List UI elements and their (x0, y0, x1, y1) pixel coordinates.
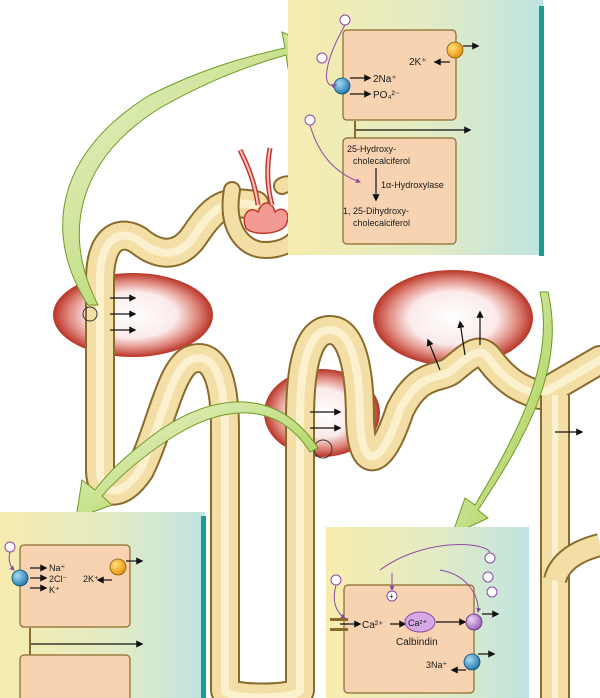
callout-arrows (62, 31, 553, 536)
regulator-icon (4, 541, 16, 553)
left-panel: Na⁺ 2Cl⁻ K⁺ 2K⁺ (0, 512, 206, 698)
stimulation-icon (386, 590, 398, 602)
calcium-channel-icon (330, 628, 348, 631)
regulation-path (309, 124, 361, 184)
right-cell (343, 584, 475, 694)
regulation-path (333, 584, 346, 619)
efferent-arteriole-inner (266, 147, 273, 206)
top-panel-edge (539, 6, 544, 256)
calcium-exchanger-icon (465, 613, 483, 631)
ion-ca-bound: Ca²⁺ (408, 618, 428, 628)
product-line2: cholecalciferol (353, 218, 410, 228)
flux-arrow (426, 338, 441, 371)
left-cell-lower (19, 654, 131, 698)
regulation-path (8, 551, 15, 571)
regulator-icon (484, 552, 496, 564)
sodium-potassium-pump-icon (446, 41, 464, 59)
plus-sign: + (389, 592, 394, 601)
ion-k: 2K⁺ (409, 57, 427, 68)
sodium-calcium-exchanger-icon (463, 653, 481, 671)
product-line1: 1, 25-Dihydroxy- (343, 206, 409, 216)
ion-k: K⁺ (49, 585, 60, 595)
calcium-channel-icon (330, 618, 348, 621)
ion-na: Na⁺ (49, 563, 66, 573)
ion-2k: 2K⁺ (83, 574, 99, 584)
calbindin-label: Calbindin (396, 637, 438, 648)
left-cell-upper (19, 544, 131, 628)
regulation-path (379, 544, 491, 571)
zone-arrows (82, 294, 584, 459)
ion-3na: 3Na⁺ (426, 660, 448, 670)
top-cell-upper (342, 29, 457, 121)
regulation-path (325, 24, 346, 89)
ion-po4: PO₄²⁻ (373, 90, 400, 101)
regulator-icon (316, 52, 328, 64)
callout-arrow-right (451, 291, 553, 536)
sodium-potassium-pump-icon (109, 558, 127, 576)
regulation-path (439, 569, 482, 613)
top-panel: 2Na⁺ PO₄²⁻ 2K⁺ 25-Hydroxy- cholecalcifer… (288, 0, 544, 256)
regulator-icon (304, 114, 316, 126)
regulator-icon (482, 571, 494, 583)
nephron-tubule (85, 188, 600, 698)
enzyme-label: 1α-Hydroxylase (381, 180, 444, 190)
top-cell-lower (342, 137, 457, 245)
substrate-line2: cholecalciferol (353, 156, 410, 166)
ion-cl: 2Cl⁻ (49, 574, 68, 584)
nkcc-cotransporter-icon (11, 569, 29, 587)
substrate-line1: 25-Hydroxy- (347, 144, 396, 154)
regulator-icon (339, 14, 351, 26)
collecting-branch-body (545, 535, 600, 584)
ion-na: 2Na⁺ (373, 74, 397, 85)
ion-ca-entry: Ca²⁺ (362, 620, 383, 631)
afferent-arteriole-inner (239, 149, 259, 206)
right-panel: Ca²⁺ Ca²⁺ Calbindin 3Na⁺ + (326, 527, 529, 698)
tubule-lumen (96, 199, 600, 698)
regulator-icon (330, 574, 342, 586)
capillary-tuft (243, 202, 289, 234)
sodium-phosphate-cotransporter-icon (333, 77, 351, 95)
left-panel-edge (201, 516, 206, 698)
calbindin-icon (404, 611, 436, 633)
flux-arrow (457, 320, 466, 356)
regulator-icon (486, 586, 498, 598)
zoom-marker-proximal (82, 306, 98, 322)
